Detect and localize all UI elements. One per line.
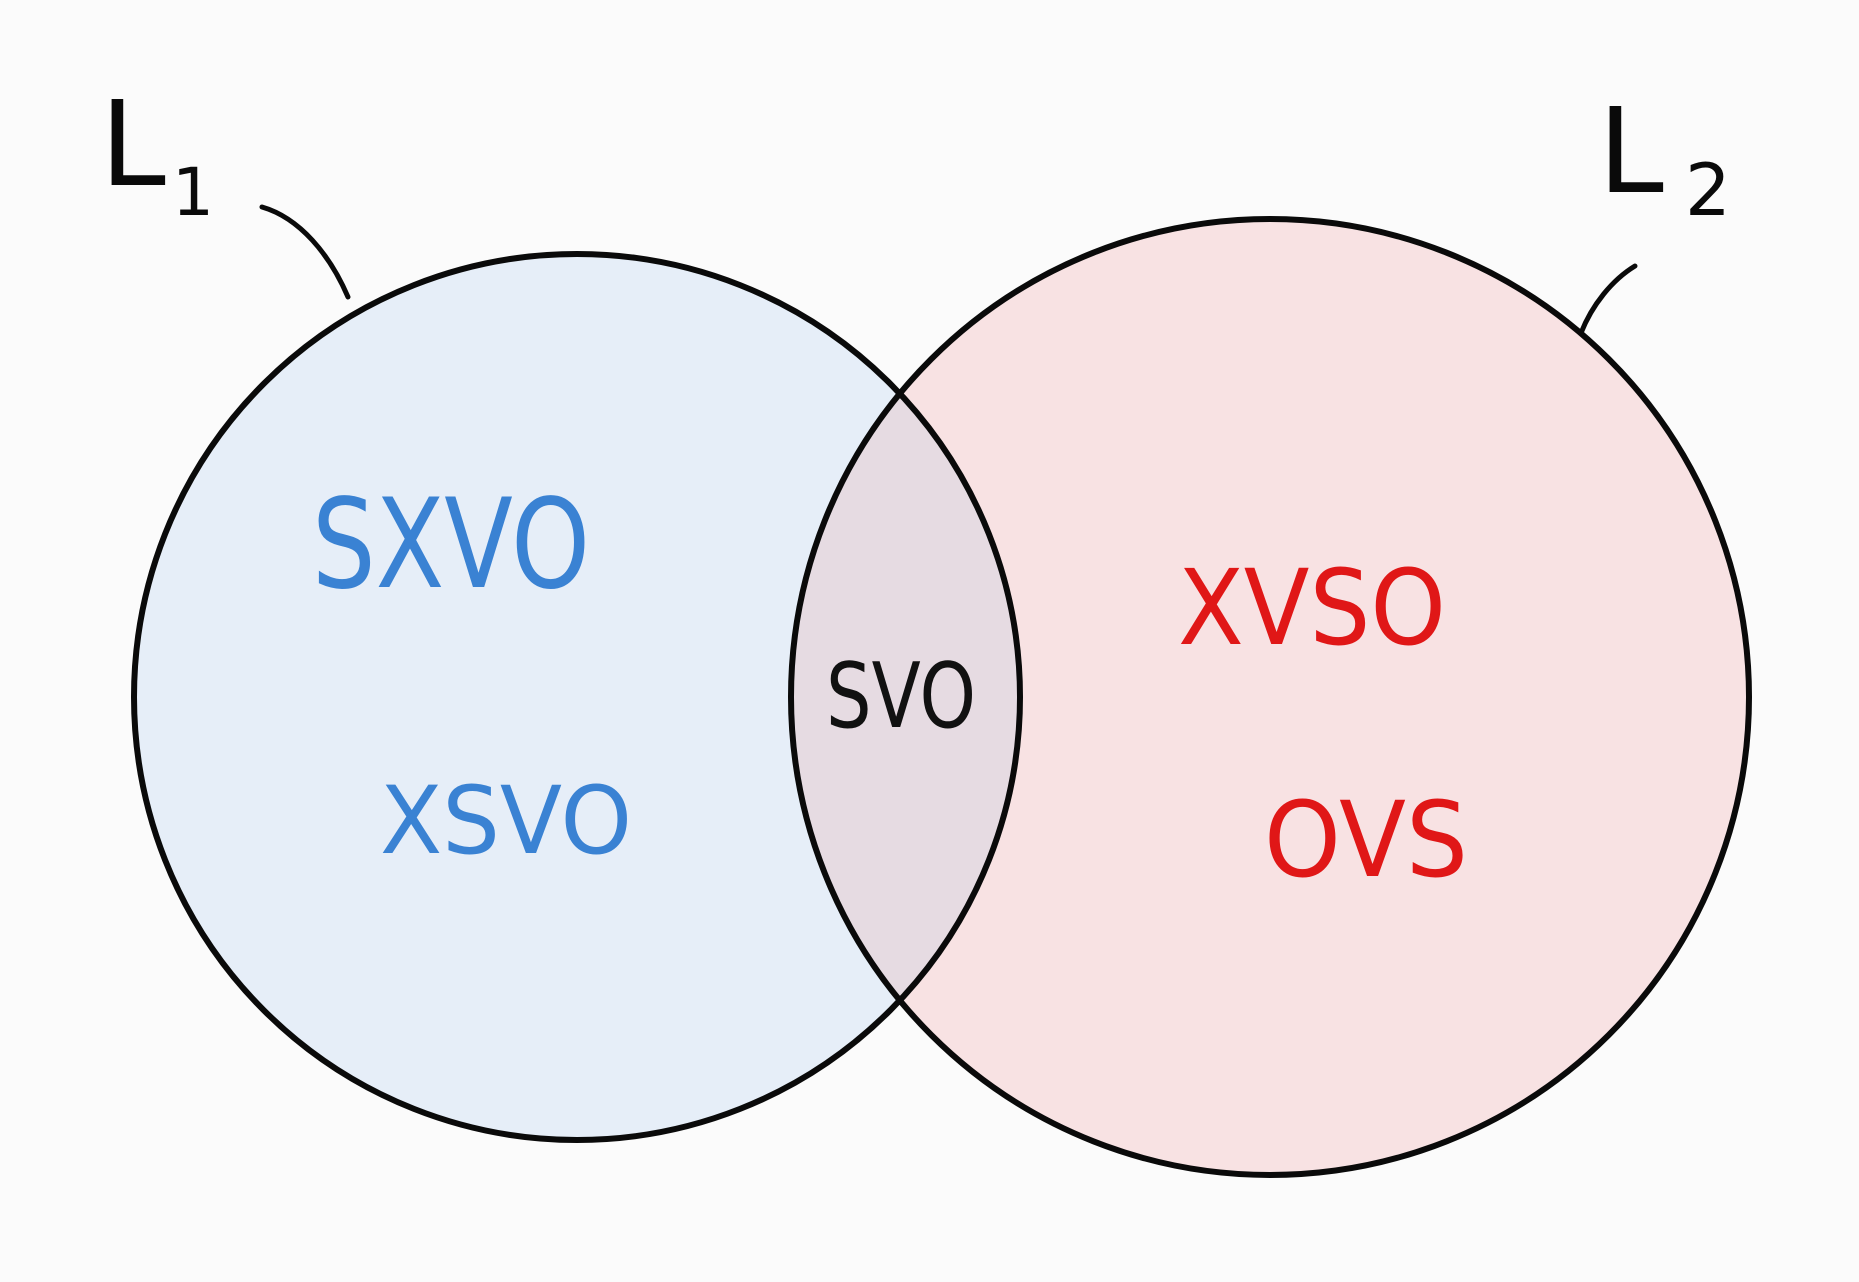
intersection-item: SVO bbox=[826, 644, 976, 749]
set-l2-leader-line bbox=[1578, 263, 1638, 336]
set-l2-label-letter: L bbox=[1598, 82, 1664, 220]
set-l1-circle-fill bbox=[134, 254, 1020, 1140]
set-l2-circle-fill bbox=[791, 219, 1749, 1175]
set-l1-leader-line bbox=[259, 204, 351, 300]
set-l1-circle-outline bbox=[131, 251, 1023, 1143]
set-l2-circle-outline bbox=[788, 216, 1752, 1178]
set-l2-item: XVSO bbox=[1178, 547, 1446, 669]
set-l1-item: XSVO bbox=[380, 767, 632, 876]
set-l1-item: SXVO bbox=[312, 473, 590, 617]
set-l1-label-subscript: 1 bbox=[172, 154, 214, 231]
set-l1-label-letter: L bbox=[100, 75, 166, 213]
set-l2-label-subscript: 2 bbox=[1685, 148, 1731, 232]
set-l2-item: OVS bbox=[1264, 779, 1468, 901]
